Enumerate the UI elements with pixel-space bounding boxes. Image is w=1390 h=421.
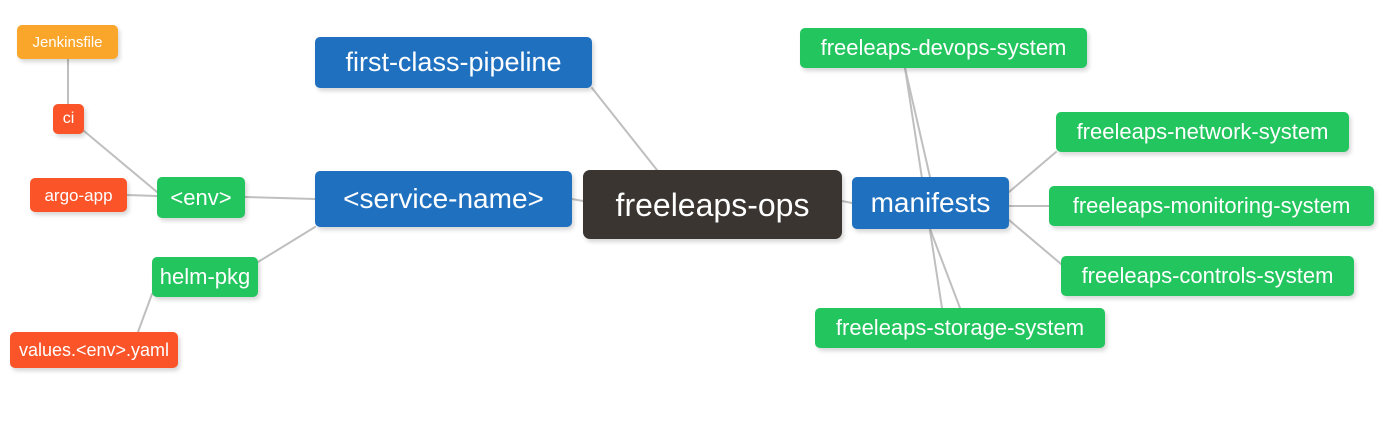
mindmap-node-first-class-pipeline[interactable]: first-class-pipeline: [315, 37, 592, 88]
mindmap-node-values-env-yaml[interactable]: values.<env>.yaml: [10, 332, 178, 368]
mindmap-node-manifests[interactable]: manifests: [852, 177, 1009, 229]
mindmap-node-argo-app[interactable]: argo-app: [30, 178, 127, 212]
mindmap-node-helm-pkg[interactable]: helm-pkg: [152, 257, 258, 297]
mindmap-node-service-name[interactable]: <service-name>: [315, 171, 572, 227]
edge-service-name-helm-pkg: [257, 226, 316, 263]
edge-ops-first-class-pipeline: [591, 87, 658, 171]
mindmap-node-env[interactable]: <env>: [157, 177, 245, 218]
mindmap-node-freeleaps-monitoring-system[interactable]: freeleaps-monitoring-system: [1049, 186, 1374, 226]
edge-ops-service-name: [571, 198, 584, 202]
mindmap-node-jenkinsfile[interactable]: Jenkinsfile: [17, 25, 118, 59]
mindmap-node-ci[interactable]: ci: [53, 104, 84, 134]
edge-manifests-controls: [1008, 219, 1062, 265]
edge-env-argo-app: [126, 194, 158, 197]
mindmap-node-freeleaps-network-system[interactable]: freeleaps-network-system: [1056, 112, 1349, 152]
edge-manifests-storage: [929, 228, 961, 309]
edge-manifests-network: [1008, 151, 1057, 193]
mindmap-node-freeleaps-storage-system[interactable]: freeleaps-storage-system: [815, 308, 1105, 348]
edge-service-name-env: [244, 196, 316, 200]
edge-helm-pkg-values: [137, 293, 153, 333]
edge-manifests-devops: [904, 67, 931, 178]
mindmap-node-freeleaps-devops-system[interactable]: freeleaps-devops-system: [800, 28, 1087, 68]
mindmap-node-freeleaps-controls-system[interactable]: freeleaps-controls-system: [1061, 256, 1354, 296]
mindmap-node-freeleaps-ops[interactable]: freeleaps-ops: [583, 170, 842, 239]
edge-ops-manifests: [841, 200, 853, 204]
